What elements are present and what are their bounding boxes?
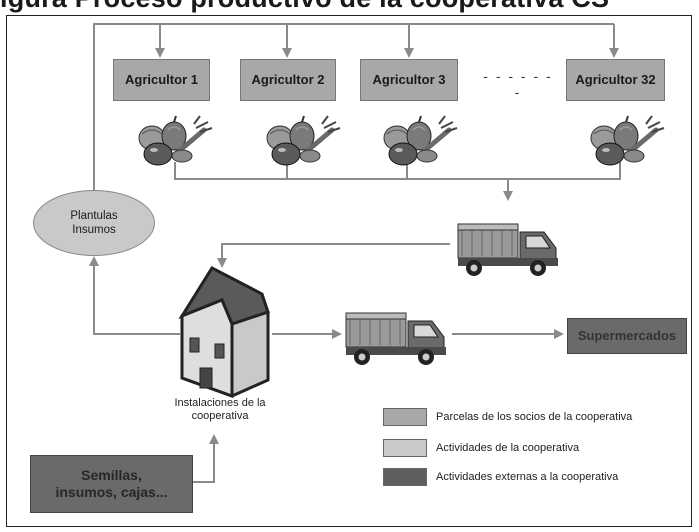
plantulas-insumos-node: Plantulas Insumos <box>33 190 155 256</box>
installations-label: Instalaciones de la cooperativa <box>150 397 290 423</box>
legend-label-parcelas: Parcelas de los socios de la cooperativa <box>436 411 633 423</box>
legend-swatch-parcelas <box>383 408 427 426</box>
supplies-line-2: insumos, cajas... <box>55 484 168 500</box>
legend-swatch-actividades <box>383 439 427 457</box>
agricultor-32-box: Agricultor 32 <box>566 59 665 101</box>
installations-line-2: cooperativa <box>191 410 249 422</box>
insumos-label: Insumos <box>72 224 116 236</box>
supplies-node: Semillas, insumos, cajas... <box>30 455 193 513</box>
arrow-truck-to-installations <box>217 243 450 268</box>
legend-label-externas: Actividades externas a la cooperativa <box>436 471 619 483</box>
ellipsis-dashes: - - - - - - - <box>483 68 553 100</box>
agricultor-3-box: Agricultor 3 <box>360 59 458 101</box>
supply-line-up <box>93 23 614 190</box>
arrow-installations-to-plantulas <box>89 256 180 335</box>
diagram-frame <box>6 15 692 527</box>
installations-line-1: Instalaciones de la <box>174 397 266 409</box>
arrow-supplies-to-installations <box>193 434 219 483</box>
collection-line <box>174 162 621 180</box>
agricultor-2-box: Agricultor 2 <box>240 59 336 101</box>
supermarkets-node: Supermercados <box>567 318 687 354</box>
figure-caption: igura Proceso productivo de la cooperati… <box>0 0 699 13</box>
supplies-line-1: Semillas, <box>81 467 142 483</box>
legend-swatch-externas <box>383 468 427 486</box>
legend-label-actividades: Actividades de la cooperativa <box>436 442 580 454</box>
plantulas-label: Plantulas <box>70 210 118 222</box>
agricultor-1-box: Agricultor 1 <box>113 59 210 101</box>
